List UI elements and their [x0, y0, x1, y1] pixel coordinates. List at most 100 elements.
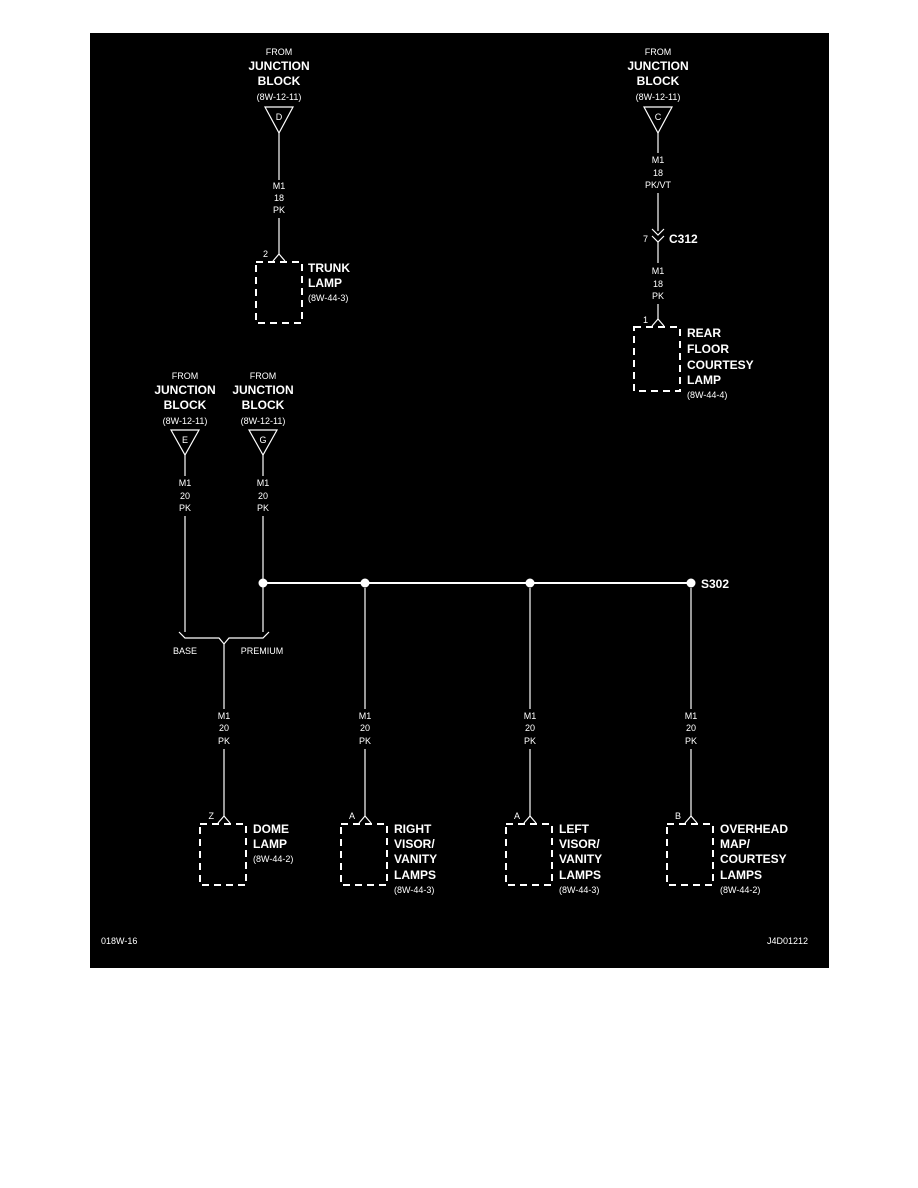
source-junction-block-e: FROM JUNCTION BLOCK (8W-12-11) E — [154, 371, 216, 457]
wire-label-right-visor: M1 20 PK — [359, 711, 372, 746]
wire-label-premium: M1 20 PK — [257, 478, 270, 513]
component-left-visor-vanity-lamps: A LEFT VISOR/ VANITY LAMPS (8W-44-3) — [505, 811, 602, 895]
wire-circuit: M1 — [273, 181, 286, 191]
component-name-line4: LAMPS — [394, 868, 436, 882]
terminal-caret — [217, 815, 231, 824]
component-name-line3: COURTESY — [687, 358, 754, 372]
source-terminal-triangle — [263, 106, 295, 135]
wire-gauge: 20 — [258, 491, 268, 501]
splice-node — [360, 578, 370, 588]
wire-label-trunk: M1 18 PK — [273, 181, 286, 215]
option-base-label: BASE — [173, 646, 197, 656]
source-ref: (8W-12-11) — [636, 92, 681, 102]
splice-name: S302 — [701, 577, 729, 591]
component-name-line4: LAMP — [687, 373, 721, 387]
component-name-line2: LAMP — [308, 276, 342, 290]
wire-label-base: M1 20 PK — [179, 478, 192, 513]
component-right-visor-vanity-lamps: A RIGHT VISOR/ VANITY LAMPS (8W-44-3) — [340, 811, 437, 895]
component-outline — [255, 261, 303, 324]
wire-color: PK — [685, 736, 697, 746]
component-outline — [340, 823, 388, 886]
source-junction-block-g: FROM JUNCTION BLOCK (8W-12-11) G — [232, 371, 294, 457]
component-rear-floor-courtesy-lamp: 1 REAR FLOOR COURTESY LAMP (8W-44-4) — [633, 315, 754, 400]
component-ref: (8W-44-2) — [253, 854, 293, 864]
connector-name: C312 — [669, 232, 698, 246]
component-name-line1: OVERHEAD — [720, 822, 788, 836]
component-ref: (8W-44-2) — [720, 885, 760, 895]
component-ref: (8W-44-4) — [687, 390, 727, 400]
source-pin: D — [276, 112, 283, 122]
splice-node — [525, 578, 535, 588]
source-name-line2: BLOCK — [164, 398, 207, 412]
component-name-line3: COURTESY — [720, 852, 787, 866]
wire-color: PK — [652, 291, 664, 301]
wire-gauge: 20 — [686, 723, 696, 733]
wire-color: PK/VT — [645, 180, 672, 190]
wire-label-rear-upper: M1 18 PK/VT — [645, 155, 672, 190]
component-ref: (8W-44-3) — [308, 293, 348, 303]
component-name-line3: VANITY — [394, 852, 437, 866]
component-pin: 1 — [643, 315, 648, 325]
component-pin: B — [675, 811, 681, 821]
terminal-caret — [272, 253, 286, 262]
source-from-label: FROM — [250, 371, 277, 381]
wire-color: PK — [524, 736, 536, 746]
wire-color: PK — [179, 503, 191, 513]
component-name-line2: LAMP — [253, 837, 287, 851]
component-name-line2: VISOR/ — [394, 837, 435, 851]
wire-gauge: 18 — [653, 279, 663, 289]
component-outline — [505, 823, 553, 886]
source-ref: (8W-12-11) — [241, 416, 286, 426]
splice-node — [258, 578, 268, 588]
diagram-background — [90, 33, 829, 968]
component-name-line3: VANITY — [559, 852, 602, 866]
source-terminal-triangle — [247, 429, 279, 457]
component-overhead-map-courtesy-lamps: B OVERHEAD MAP/ COURTESY LAMPS (8W-44-2) — [666, 811, 788, 895]
component-pin: Z — [209, 811, 215, 821]
wire-color: PK — [218, 736, 230, 746]
wire-label-rear-lower: M1 18 PK — [652, 266, 665, 301]
source-from-label: FROM — [266, 47, 293, 57]
terminal-caret — [684, 815, 698, 824]
component-pin: A — [514, 811, 520, 821]
source-name-line2: BLOCK — [242, 398, 285, 412]
wire-gauge: 20 — [180, 491, 190, 501]
wire-color: PK — [273, 205, 285, 215]
wire-gauge: 20 — [525, 723, 535, 733]
component-name-line1: DOME — [253, 822, 289, 836]
source-name-line1: JUNCTION — [627, 59, 688, 73]
component-trunk-lamp: 2 TRUNK LAMP (8W-44-3) — [255, 249, 350, 324]
option-premium-label: PREMIUM — [241, 646, 284, 656]
source-from-label: FROM — [172, 371, 199, 381]
source-name-line2: BLOCK — [258, 74, 301, 88]
component-ref: (8W-44-3) — [559, 885, 599, 895]
wire-label-dome: M1 20 PK — [218, 711, 231, 746]
footer-left-code: 018W-16 — [101, 936, 137, 946]
component-pin: A — [349, 811, 355, 821]
source-pin: E — [182, 435, 188, 445]
component-outline — [666, 823, 714, 886]
source-name-line1: JUNCTION — [248, 59, 309, 73]
terminal-caret — [358, 815, 372, 824]
component-outline — [199, 823, 247, 886]
source-terminal-triangle — [169, 429, 201, 457]
component-name-line2: FLOOR — [687, 342, 729, 356]
source-junction-block-d: FROM JUNCTION BLOCK (8W-12-11) D — [248, 47, 310, 135]
wire-color: PK — [257, 503, 269, 513]
component-ref: (8W-44-3) — [394, 885, 434, 895]
component-name-line1: TRUNK — [308, 261, 350, 275]
connector-c312: 7 C312 — [643, 228, 698, 246]
source-pin: C — [655, 112, 662, 122]
source-ref: (8W-12-11) — [257, 92, 302, 102]
component-name-line4: LAMPS — [720, 868, 762, 882]
component-name-line2: VISOR/ — [559, 837, 600, 851]
wire-circuit: M1 — [257, 478, 270, 488]
wire-circuit: M1 — [524, 711, 537, 721]
source-terminal-triangle — [642, 106, 674, 135]
component-name-line1: LEFT — [559, 822, 590, 836]
wire-circuit: M1 — [652, 266, 665, 276]
component-pin: 2 — [263, 249, 268, 259]
wire-gauge: 18 — [653, 168, 663, 178]
wire-circuit: M1 — [359, 711, 372, 721]
